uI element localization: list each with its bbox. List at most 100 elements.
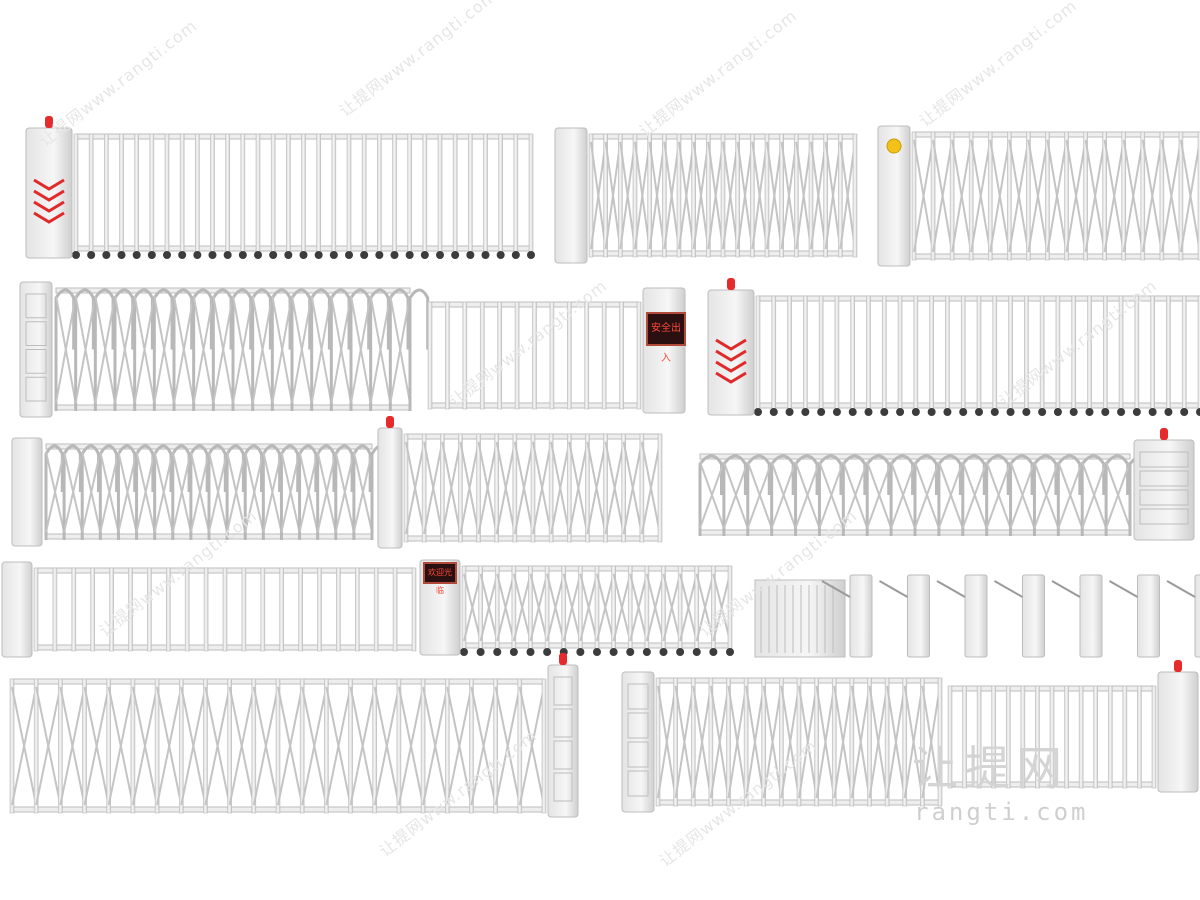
scissor-bar (951, 139, 973, 253)
scissor-bar (1122, 139, 1144, 253)
gate-wheel (626, 648, 635, 656)
scissor-bar (495, 441, 516, 535)
scissor-bar (1057, 461, 1084, 529)
scissor-bar (470, 686, 497, 806)
gate-post (585, 433, 590, 543)
gate-post (88, 133, 94, 253)
gate-post (945, 295, 950, 410)
scissor-bar (1103, 139, 1125, 253)
gate-post (299, 678, 305, 814)
gate-post (407, 133, 412, 253)
gate-post (960, 295, 966, 410)
gate-wheel (943, 408, 952, 416)
scissor-bar (180, 686, 207, 806)
box-panel (553, 772, 573, 802)
scissor-bar (369, 295, 392, 404)
gate-post (920, 677, 925, 807)
gate-post (588, 133, 594, 258)
gate-post (834, 295, 840, 410)
gate-post (764, 133, 770, 258)
scissor-bar (397, 686, 425, 806)
scissor-bar (405, 441, 426, 535)
gate-wheel (1085, 408, 1094, 416)
scissor-bar (604, 441, 625, 535)
gate-post (279, 567, 285, 652)
gate-post (937, 677, 943, 807)
gate-post (530, 433, 536, 543)
scissor-bar (824, 141, 842, 250)
gate-wheel (420, 251, 429, 259)
scissor-bar (55, 295, 77, 404)
gate-post (794, 133, 799, 258)
gate-wheel (132, 251, 141, 259)
gate-post (178, 678, 184, 814)
gate-wheel (692, 648, 701, 656)
gate-wheel (329, 251, 338, 259)
scissor-bar (83, 686, 110, 806)
scissor-bar (833, 685, 853, 799)
alarm-light-icon (1174, 660, 1182, 672)
scissor-bar (937, 461, 964, 529)
gate-post (331, 133, 337, 253)
scissor-bar (59, 686, 86, 806)
chevron-icon (715, 338, 747, 351)
gate-post (618, 133, 623, 258)
control-box (877, 125, 911, 267)
gate-post (420, 678, 426, 814)
scissor-bar (373, 686, 400, 806)
gate-wheel (1101, 408, 1110, 416)
scissor-bar (45, 451, 66, 533)
gate-wheel (1196, 408, 1200, 416)
scissor-bar (770, 461, 797, 529)
scissor-bar (695, 573, 715, 642)
gate-post (987, 131, 993, 261)
barrier-pedestal (849, 574, 873, 658)
gate-post (1045, 131, 1050, 261)
gate-post (639, 433, 645, 543)
gate-post (71, 567, 77, 652)
scissor-bar (459, 441, 480, 535)
gate-wheel (785, 408, 794, 416)
gate-wheel (345, 251, 353, 259)
gate-post (750, 133, 755, 258)
gate-post (203, 678, 208, 814)
scissor-bar (477, 441, 498, 535)
scissor-bar (722, 461, 749, 529)
gate-post (179, 133, 185, 253)
gate-post (690, 677, 696, 807)
scissor-bar (189, 451, 210, 533)
gate-post (468, 133, 473, 253)
scissor-bar (1065, 139, 1087, 253)
box-panel (25, 293, 47, 319)
scissor-bar (1046, 139, 1068, 253)
gate-post (445, 301, 450, 410)
scissor-bar (135, 451, 156, 533)
gate-wheel (1053, 408, 1062, 416)
gate-wheel (1006, 408, 1015, 416)
gate-post (779, 133, 784, 258)
gate-post (902, 677, 908, 807)
box-panel (25, 349, 47, 374)
gate-post (513, 133, 519, 253)
gate-post (427, 301, 433, 410)
scissor-bar (496, 573, 515, 642)
gate-wheel (990, 408, 999, 416)
scissor-bar (512, 573, 532, 642)
scissor-bar (780, 685, 800, 799)
barrier-arm (936, 580, 966, 598)
gate-post (1093, 685, 1099, 789)
scissor-bar (842, 461, 869, 529)
barrier-pedestal (1137, 574, 1160, 658)
gate-post (566, 433, 572, 543)
gate-post (1007, 131, 1012, 261)
gate-post (818, 295, 824, 410)
gate-post (1026, 131, 1031, 261)
scissor-bar (736, 141, 754, 250)
gate-post (354, 567, 360, 652)
gate-post (444, 678, 450, 814)
gate-post (911, 131, 917, 261)
indicator-light (886, 138, 902, 154)
scissor-bar (798, 685, 818, 799)
scissor-bar (1105, 461, 1131, 529)
gate-wheel (476, 648, 485, 656)
